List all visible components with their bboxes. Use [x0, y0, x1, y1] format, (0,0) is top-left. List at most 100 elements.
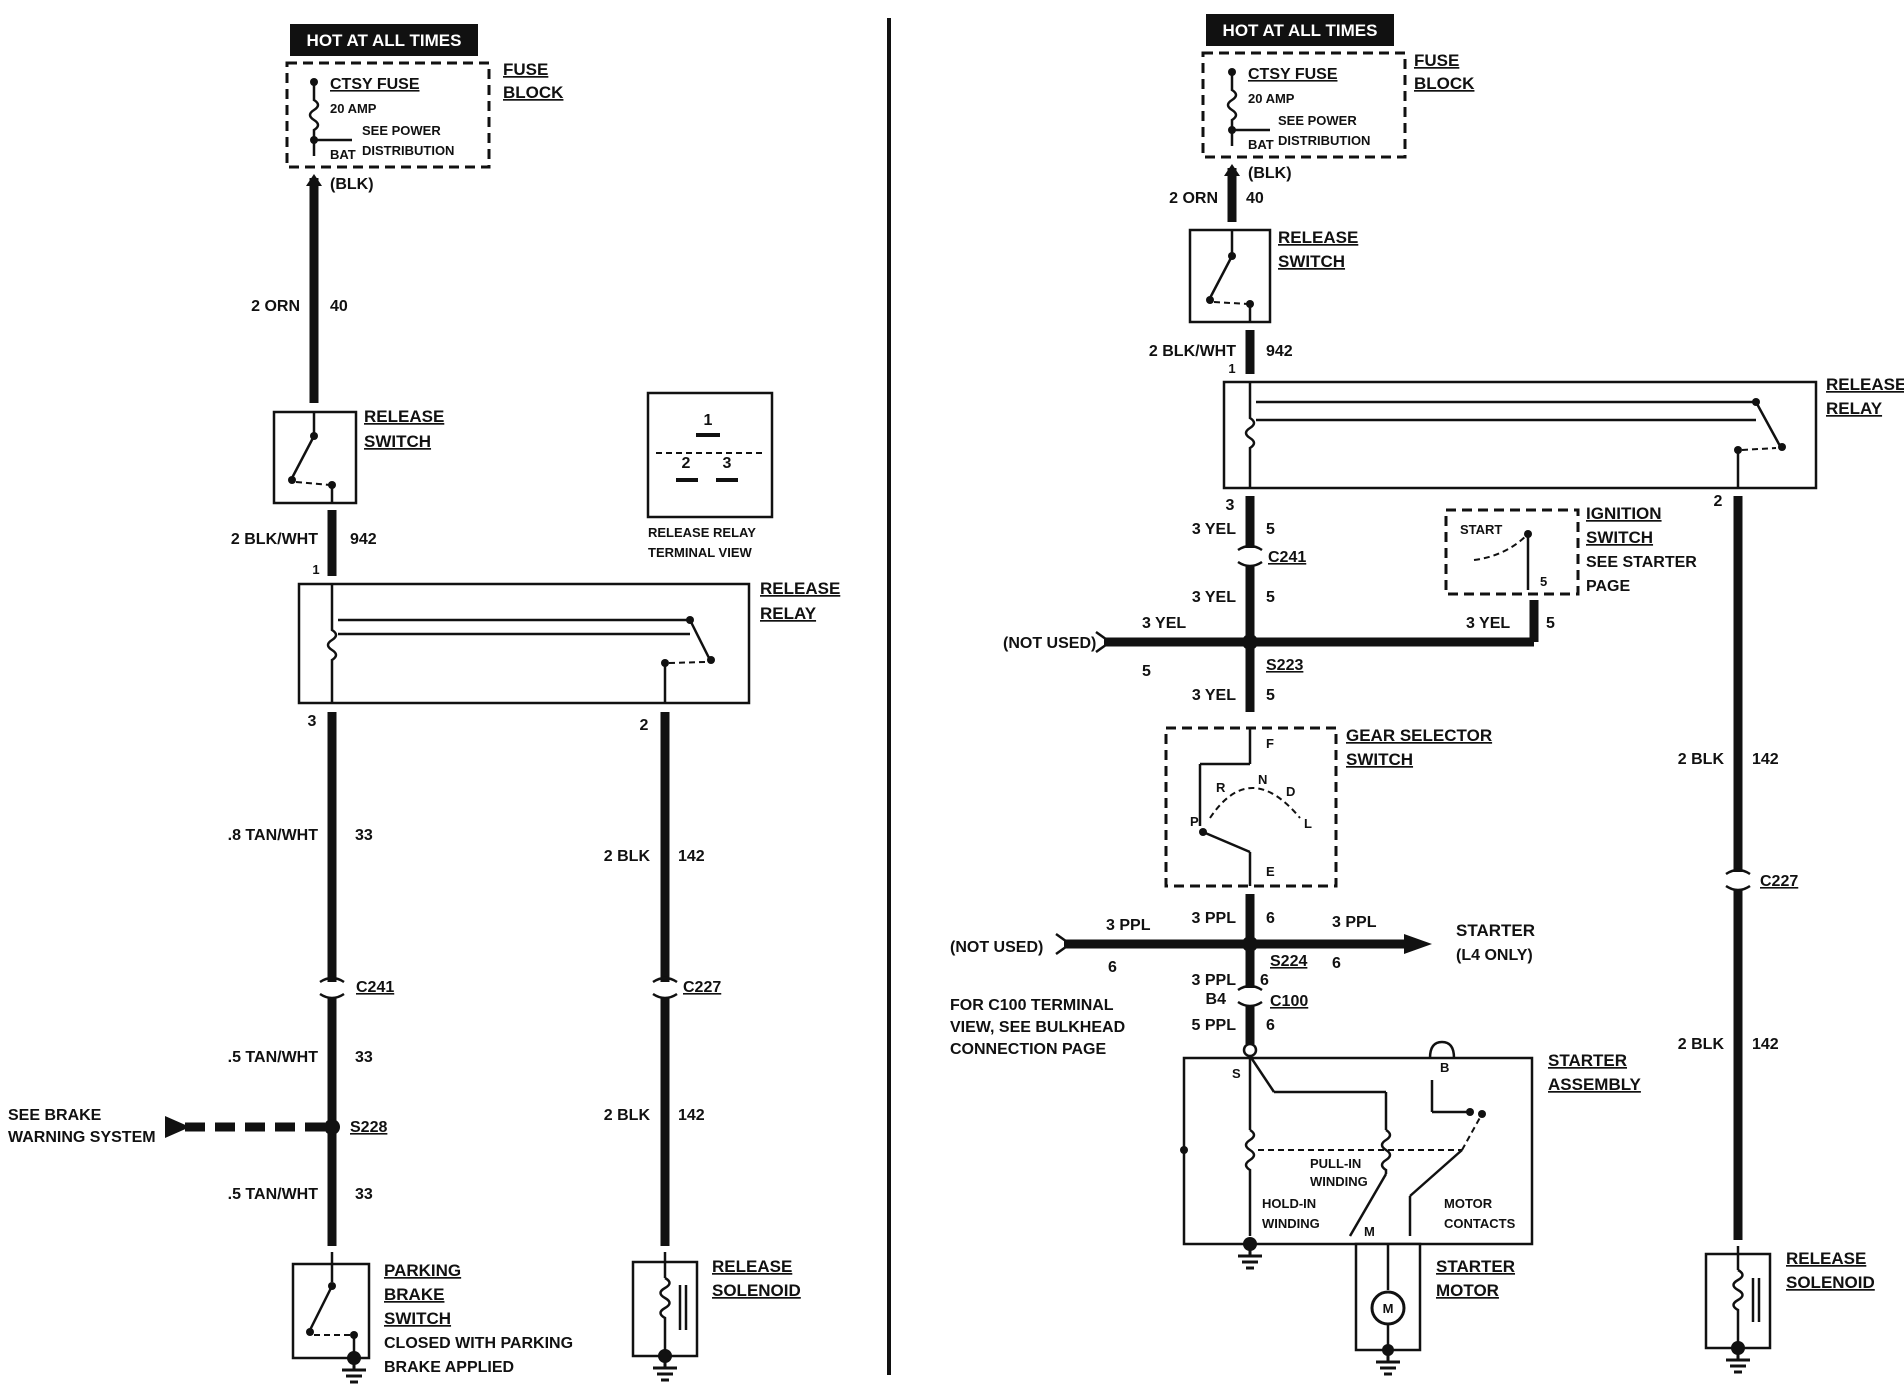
- right-fuse-bat: BAT: [1248, 137, 1274, 152]
- right-gear-D: D: [1286, 784, 1295, 799]
- left-release-relay: [297, 582, 751, 705]
- right-notused1: (NOT USED): [1003, 635, 1096, 652]
- left-w4-circuit: 33: [355, 1049, 373, 1066]
- left-fuse-box: [285, 61, 491, 169]
- right-sol-l1: RELEASE: [1786, 1249, 1866, 1268]
- right-nu2-circuit: 6: [1108, 959, 1117, 976]
- right-w9-circuit: 142: [1752, 751, 1779, 768]
- right-c100: C100: [1270, 993, 1308, 1010]
- left-w6-circuit: 142: [678, 848, 705, 865]
- right-fuse-block2: BLOCK: [1414, 74, 1475, 93]
- right-w7-gauge: 3 PPL: [1192, 972, 1237, 989]
- right-notused2: (NOT USED): [950, 939, 1043, 956]
- right-w4-gauge: 3 YEL: [1192, 589, 1236, 606]
- left-sol-l2: SOLENOID: [712, 1281, 801, 1300]
- left-w3-circuit: 33: [355, 827, 373, 844]
- left-tview-p2: 2: [682, 455, 691, 472]
- left-tview-l2: TERMINAL VIEW: [648, 545, 752, 560]
- left-relay-pin2: 2: [640, 717, 649, 734]
- left-diagram: HOT AT ALL TIMES CTSY FUSE 20 AMP SEE PO…: [8, 24, 840, 1384]
- right-w8-gauge: 5 PPL: [1192, 1017, 1237, 1034]
- left-brake-l1: SEE BRAKE: [8, 1107, 102, 1124]
- left-fuse-name: CTSY FUSE: [330, 76, 420, 93]
- right-fuse-see2: DISTRIBUTION: [1278, 133, 1370, 148]
- right-gear-N: N: [1258, 772, 1267, 787]
- right-hot-header: [1206, 14, 1394, 46]
- right-hot-label: HOT AT ALL TIMES: [1223, 21, 1378, 40]
- left-pbs-l5: BRAKE APPLIED: [384, 1359, 514, 1376]
- right-sa-S: S: [1232, 1066, 1241, 1081]
- left-w3-gauge: .8 TAN/WHT: [228, 827, 319, 844]
- right-b4: B4: [1206, 991, 1227, 1008]
- left-relay-pin3: 3: [308, 713, 317, 730]
- right-w5-gauge: 3 YEL: [1192, 687, 1236, 704]
- left-w7-circuit: 142: [678, 1107, 705, 1124]
- right-release-relay: [1222, 380, 1818, 490]
- right-w9-gauge: 2 BLK: [1678, 751, 1725, 768]
- left-tview-p1: 1: [704, 412, 713, 429]
- left-w1-gauge: 2 ORN: [251, 298, 300, 315]
- right-ign-l1: IGNITION: [1586, 504, 1662, 523]
- left-s228: S228: [350, 1119, 387, 1136]
- left-sol-l1: RELEASE: [712, 1257, 792, 1276]
- right-w2-gauge: 2 BLK/WHT: [1149, 343, 1236, 360]
- right-w6-gauge: 3 PPL: [1192, 910, 1237, 927]
- right-c227: C227: [1760, 873, 1798, 890]
- right-ign-start: START: [1460, 522, 1502, 537]
- right-diagram: HOT AT ALL TIMES CTSY FUSE 20 AMP SEE PO…: [950, 14, 1904, 1376]
- left-hot-label: HOT AT ALL TIMES: [307, 31, 462, 50]
- right-gear-F: F: [1266, 736, 1274, 751]
- right-w1-gauge: 2 ORN: [1169, 190, 1218, 207]
- left-w7-gauge: 2 BLK: [604, 1107, 651, 1124]
- left-relay-pin1: 1: [312, 562, 319, 577]
- right-w8-circuit: 6: [1266, 1017, 1275, 1034]
- right-relay-pin3: 3: [1226, 497, 1235, 514]
- right-starter-arrow-l2: (L4 ONLY): [1456, 947, 1533, 964]
- right-ign-gauge: 3 YEL: [1466, 615, 1510, 632]
- right-w10-gauge: 2 BLK: [1678, 1036, 1725, 1053]
- right-relay-l1: RELEASE: [1826, 375, 1904, 394]
- left-rsw-l2: SWITCH: [364, 432, 431, 451]
- right-sa-pull2: WINDING: [1310, 1174, 1368, 1189]
- right-rsw-l1: RELEASE: [1278, 228, 1358, 247]
- right-gear-L: L: [1304, 816, 1312, 831]
- left-tview-l1: RELEASE RELAY: [648, 525, 756, 540]
- left-s228-splice: [324, 1119, 340, 1135]
- right-release-switch: [1188, 228, 1272, 324]
- left-relay-l2: RELAY: [760, 604, 817, 623]
- left-pbs-l1: PARKING: [384, 1261, 461, 1280]
- right-nu1-gauge: 3 YEL: [1142, 615, 1186, 632]
- right-fuse-name: CTSY FUSE: [1248, 66, 1338, 83]
- left-fuse-element: [308, 82, 320, 156]
- right-starter-arrow-l1: STARTER: [1456, 921, 1535, 940]
- right-nu1-circuit: 5: [1142, 663, 1151, 680]
- right-c100note-l2: VIEW, SEE BULKHEAD: [950, 1019, 1125, 1036]
- right-gear-l1: GEAR SELECTOR: [1346, 726, 1492, 745]
- right-gear-P: P: [1190, 814, 1199, 829]
- left-w6-gauge: 2 BLK: [604, 848, 651, 865]
- right-fuse-see1: SEE POWER: [1278, 113, 1357, 128]
- right-w2-circuit: 942: [1266, 343, 1293, 360]
- left-w5-gauge: .5 TAN/WHT: [228, 1186, 319, 1203]
- left-fuse-block1: FUSE: [503, 60, 548, 79]
- right-st-gauge: 3 PPL: [1332, 914, 1377, 931]
- right-blk: (BLK): [1248, 165, 1292, 182]
- right-sa-B: B: [1440, 1060, 1449, 1075]
- left-hot-header: [290, 24, 478, 56]
- right-sa-mc2: CONTACTS: [1444, 1216, 1516, 1231]
- right-fuse-box: [1201, 51, 1407, 159]
- left-rsw-l1: RELEASE: [364, 407, 444, 426]
- left-pbs-l3: SWITCH: [384, 1309, 451, 1328]
- right-gear-E: E: [1266, 864, 1275, 879]
- right-ignition-switch: [1444, 508, 1580, 596]
- right-gear-R: R: [1216, 780, 1226, 795]
- right-ign-l4: PAGE: [1586, 578, 1630, 595]
- left-fuse-block2: BLOCK: [503, 83, 564, 102]
- left-c227: C227: [683, 979, 721, 996]
- right-ign-l3: SEE STARTER: [1586, 554, 1697, 571]
- right-sm-l1: STARTER: [1436, 1257, 1515, 1276]
- right-w3-circuit: 5: [1266, 521, 1275, 538]
- left-w5-circuit: 33: [355, 1186, 373, 1203]
- right-sa-l1: STARTER: [1548, 1051, 1627, 1070]
- right-sa-M: M: [1364, 1224, 1375, 1239]
